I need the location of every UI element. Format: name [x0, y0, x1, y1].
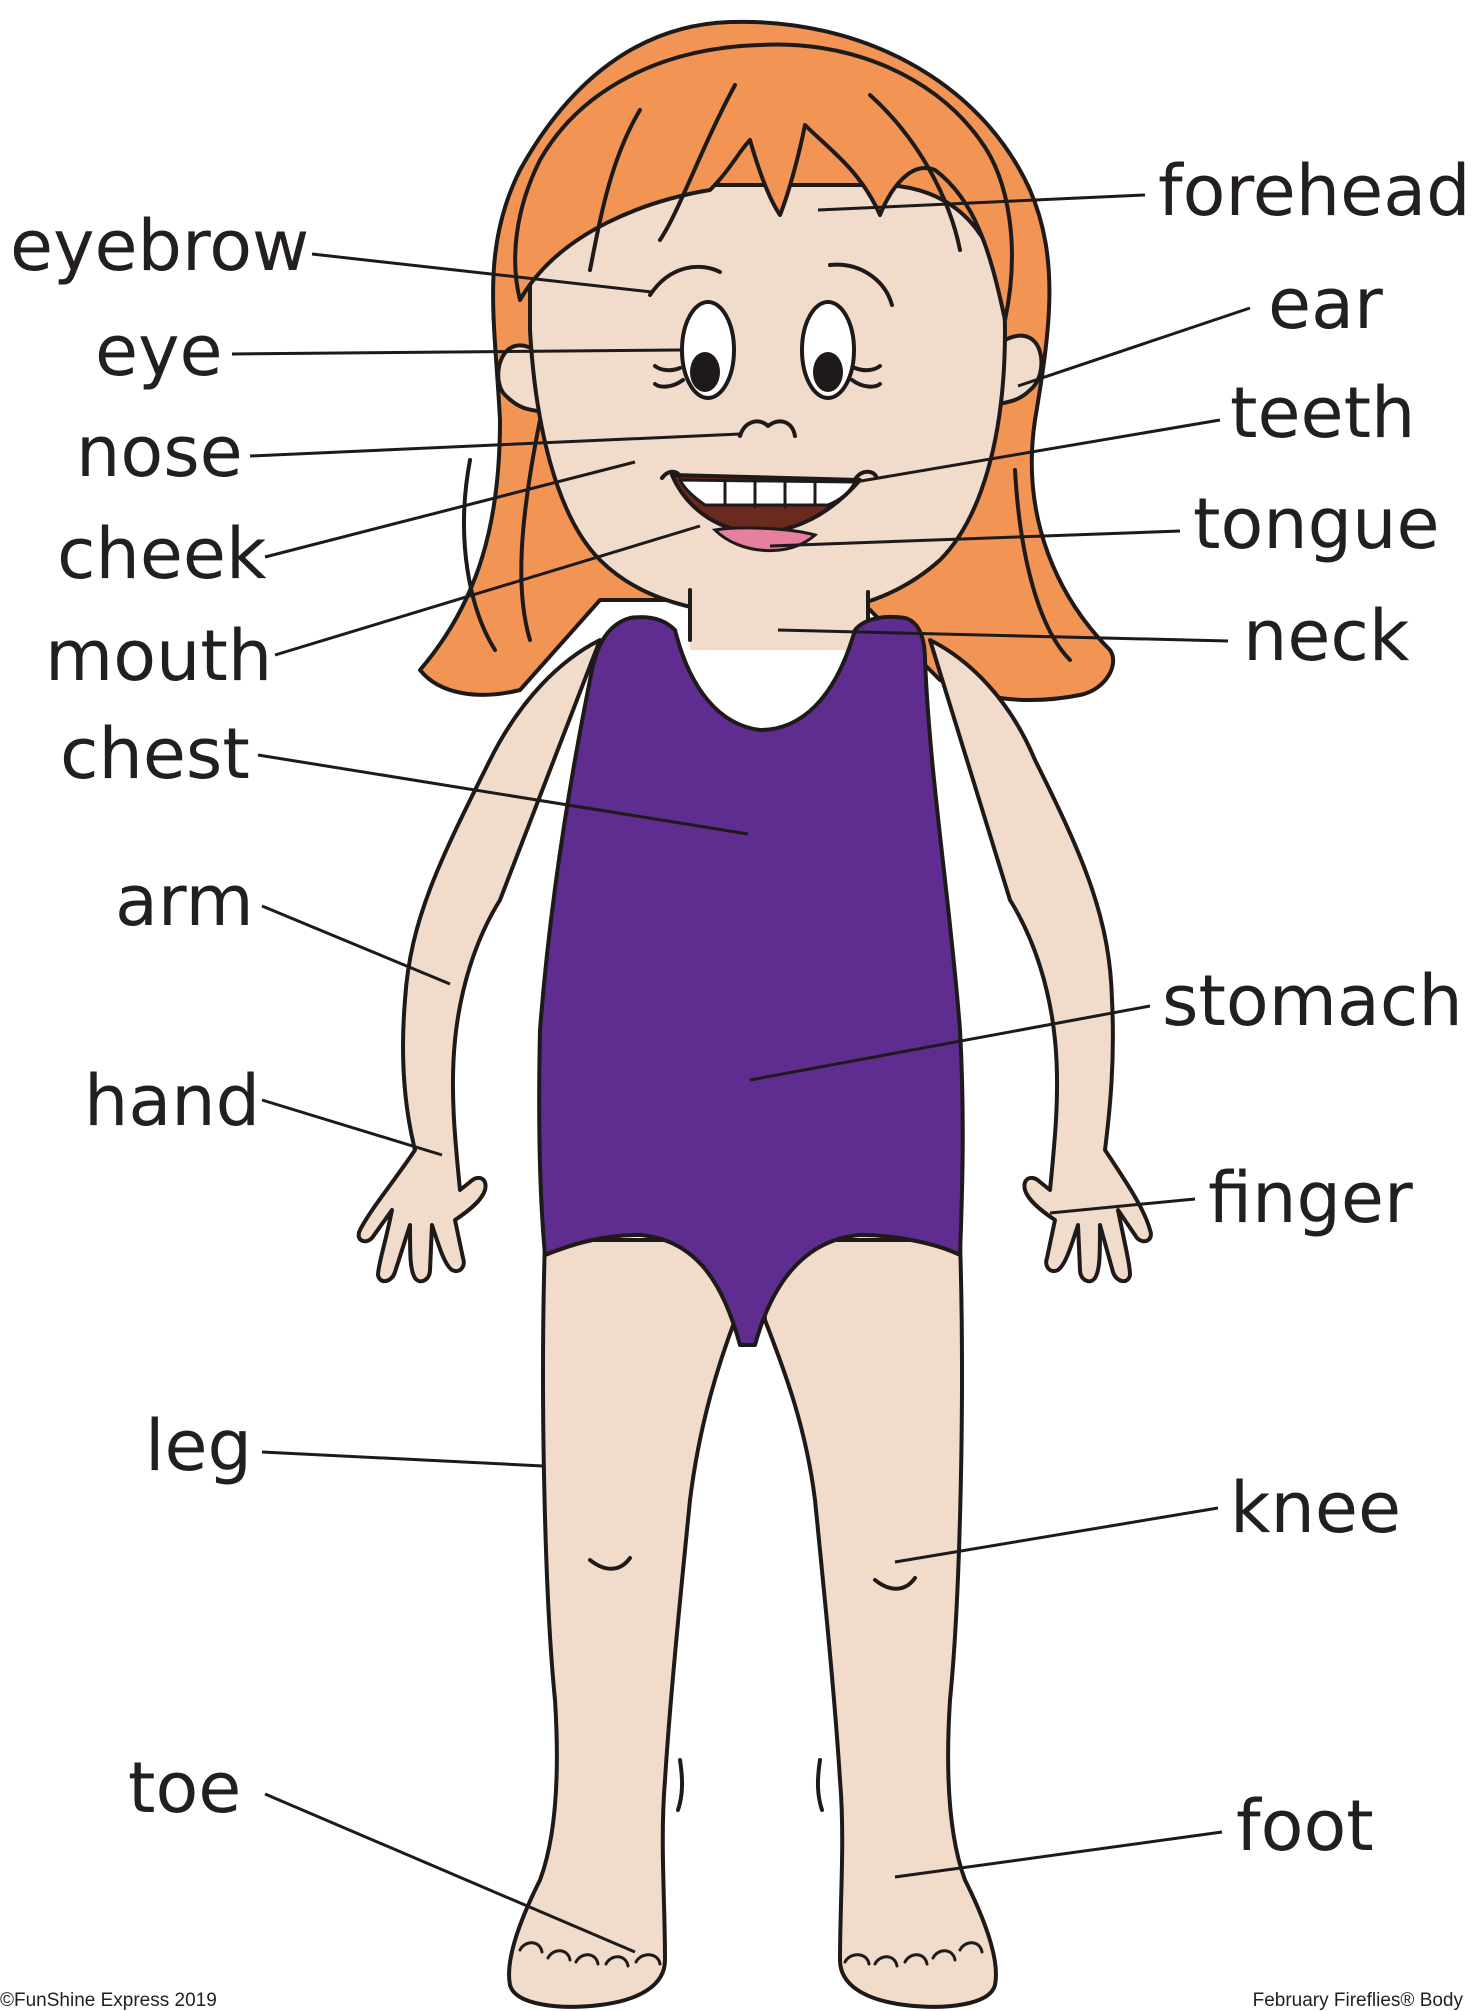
label-stomach: stomach: [1162, 960, 1463, 1042]
label-tongue: tongue: [1193, 483, 1440, 565]
neck-shape: [690, 590, 870, 650]
girl-illustration: [359, 22, 1151, 2007]
leader-ear: [1018, 308, 1250, 386]
label-foot: foot: [1236, 1785, 1374, 1867]
label-arm: arm: [115, 860, 254, 942]
label-cheek: cheek: [57, 513, 267, 595]
leader-leg: [262, 1452, 543, 1466]
label-leg: leg: [145, 1405, 252, 1487]
series-note: February Fireflies® Body: [1253, 1990, 1464, 2011]
label-mouth: mouth: [45, 615, 272, 697]
label-knee: knee: [1230, 1467, 1401, 1549]
label-eye: eye: [95, 310, 223, 392]
swimsuit: [539, 617, 963, 1345]
copyright-note: ©FunShine Express 2019: [0, 1990, 217, 2011]
label-finger: finger: [1208, 1157, 1413, 1239]
label-eyebrow: eyebrow: [10, 205, 309, 287]
leg-right: [760, 1240, 996, 2007]
label-hand: hand: [84, 1060, 260, 1142]
label-ear: ear: [1268, 263, 1383, 345]
label-nose: nose: [76, 411, 243, 493]
label-forehead: forehead: [1158, 150, 1471, 232]
label-teeth: teeth: [1230, 372, 1415, 454]
pupil-right: [813, 352, 843, 392]
label-toe: toe: [128, 1747, 241, 1829]
leg-left: [509, 1240, 740, 2007]
label-chest: chest: [60, 713, 250, 795]
pupil-left: [690, 352, 720, 392]
teeth-shape: [680, 480, 855, 505]
label-neck: neck: [1243, 595, 1410, 677]
